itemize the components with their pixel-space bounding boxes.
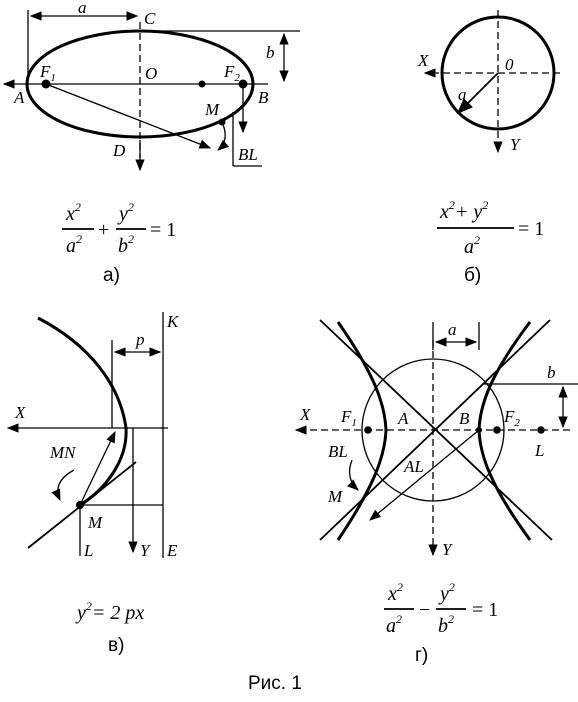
label-bl: BL <box>238 145 258 164</box>
hyperbola-f2-dot <box>493 426 501 434</box>
circle-radius <box>456 72 499 115</box>
eq-a-b: b <box>118 235 128 257</box>
label-c: C <box>144 9 156 28</box>
label-hyp-a: A <box>397 409 409 428</box>
label-parabola-x: X <box>14 403 26 422</box>
label-circle-y: Y <box>510 135 521 154</box>
svg-text:x2: x2 <box>65 200 81 225</box>
eq-a-plus: + <box>98 219 109 241</box>
panel-b-circle: X 0 a Y x2+ y2 a2 = 1 б) <box>417 10 560 286</box>
eq-b-rhs: = 1 <box>518 218 544 240</box>
parabola-curve <box>37 316 128 507</box>
eq-b-a: a <box>464 236 474 258</box>
label-hyp-b: B <box>459 409 470 428</box>
panel-g-hyperbola: a b X F1 A B F2 BL AL L M Y x2 a2 − y2 b… <box>294 319 578 666</box>
svg-text:b2: b2 <box>438 612 454 637</box>
label-hyp-b-dim: b <box>547 363 556 382</box>
mn-curved-arrow <box>51 469 75 502</box>
label-d: D <box>112 141 126 160</box>
eq-a-a: a <box>66 235 76 257</box>
equation-a: x2 a2 + y2 b2 = 1 <box>62 200 176 257</box>
svg-text:a2: a2 <box>464 233 480 258</box>
eq-g-b: b <box>438 615 448 637</box>
label-parabola-y: Y <box>140 541 151 560</box>
label-parabola-m: M <box>87 513 103 532</box>
svg-text:a2: a2 <box>66 232 82 257</box>
label-circle-o: 0 <box>505 55 514 74</box>
equation-b: x2+ y2 a2 = 1 <box>437 198 544 258</box>
eq-a-x: x <box>65 203 75 225</box>
parabola-point-m <box>76 501 84 509</box>
hyperbola-left-branch <box>336 321 388 541</box>
label-point-a: A <box>13 88 25 107</box>
label-p: p <box>135 330 145 349</box>
sublabel-g: г) <box>415 645 428 666</box>
svg-text:y2: y2 <box>117 200 134 225</box>
svg-text:a2: a2 <box>386 612 402 637</box>
label-a: a <box>78 0 87 17</box>
panel-v-parabola: K p X MN M L Y E y2= 2 px в) <box>6 312 180 656</box>
label-hyp-bl: BL <box>328 442 348 461</box>
label-hyp-l: L <box>534 441 544 460</box>
label-hyp-m: M <box>327 487 343 506</box>
eq-b-x: x <box>439 201 449 223</box>
label-mn: MN <box>49 443 77 462</box>
label-o: O <box>145 64 157 83</box>
label-hyp-y: Y <box>442 540 453 559</box>
eq-g-rhs: = 1 <box>472 599 498 621</box>
eq-g-minus: − <box>419 599 430 621</box>
svg-text:y2= 2 px: y2= 2 px <box>75 599 144 624</box>
focus-f2-dot <box>198 80 206 88</box>
hyperbola-l-dot <box>537 426 545 434</box>
svg-text:b2: b2 <box>118 232 134 257</box>
hyperbola-f1-dot <box>364 426 372 434</box>
label-b: b <box>266 43 275 62</box>
mn-normal-arrow <box>79 430 116 506</box>
sublabel-v: в) <box>108 635 124 656</box>
label-point-b: B <box>258 88 269 107</box>
label-circle-x: X <box>417 51 429 70</box>
panel-a-ellipse: a C b F1 O F2 A B M D BL x2 a2 + y2 b2 =… <box>2 0 300 286</box>
label-hyp-x: X <box>299 405 311 424</box>
label-e: E <box>166 541 178 560</box>
equation-g: x2 a2 − y2 b2 = 1 <box>384 580 498 637</box>
label-f2: F2 <box>223 62 240 84</box>
label-hyp-f2: F2 <box>503 407 520 429</box>
svg-text:x2: x2 <box>387 580 403 605</box>
label-parabola-l: L <box>83 541 93 560</box>
eq-a-rhs: = 1 <box>150 219 176 241</box>
bl-hyperbola-arrow <box>347 459 359 491</box>
sublabel-b: б) <box>464 265 481 286</box>
figure-caption: Рис. 1 <box>248 673 302 694</box>
label-hyp-f1: F1 <box>340 407 357 429</box>
svg-text:y2: y2 <box>438 580 455 605</box>
al-line <box>369 429 480 521</box>
eq-a-y: y <box>117 203 128 225</box>
label-f1: F1 <box>39 62 56 84</box>
eq-v-y: y <box>75 602 86 624</box>
svg-text:x2+ y2: x2+ y2 <box>439 198 488 223</box>
bl-curved-arrow <box>217 121 230 151</box>
label-circle-a: a <box>458 85 467 104</box>
label-m: M <box>204 100 220 119</box>
eq-g-x: x <box>387 583 397 605</box>
label-k: K <box>166 312 180 331</box>
eq-g-y: y <box>438 583 449 605</box>
label-hyp-al: AL <box>403 457 424 476</box>
sublabel-a: а) <box>103 265 120 286</box>
label-hyp-a-dim: a <box>448 320 457 339</box>
eq-g-a: a <box>386 615 396 637</box>
equation-v: y2= 2 px <box>75 599 144 624</box>
focal-radius-line <box>45 83 212 149</box>
